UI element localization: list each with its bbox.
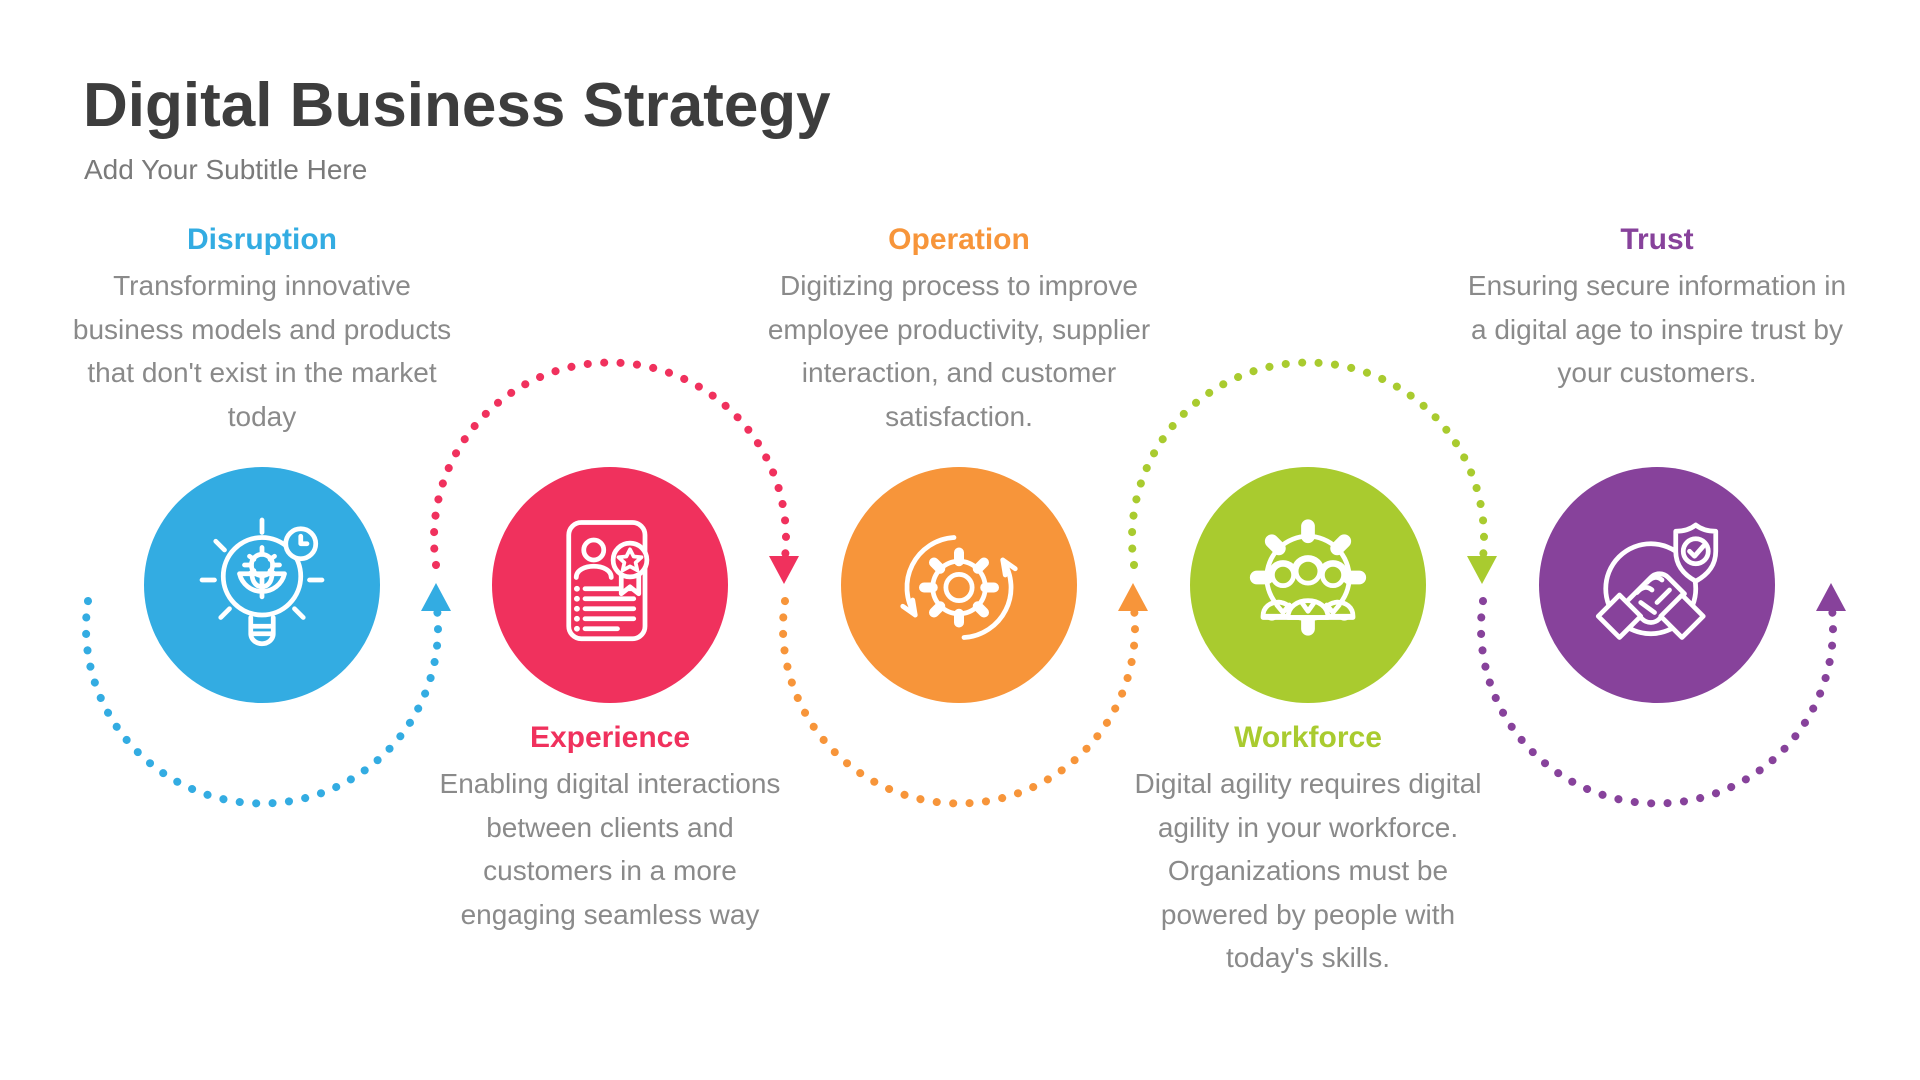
arrow-up-trust <box>1816 583 1846 611</box>
step-circle-workforce <box>1190 467 1426 703</box>
clock-hands <box>298 533 310 547</box>
shield-check-ring <box>1680 536 1711 567</box>
dotted-arc-workforce <box>1128 358 1488 569</box>
dotted-arc-operation <box>779 597 1139 808</box>
step-circle-operation <box>841 467 1077 703</box>
step-text-disruption: Disruption Transforming innovative busin… <box>62 222 462 438</box>
document-outline <box>566 520 648 642</box>
arrow-down-workforce <box>1467 556 1497 584</box>
item-title-experience: Experience <box>529 721 691 754</box>
step-circle-trust <box>1539 467 1775 703</box>
shield-check-mark <box>1687 543 1706 559</box>
gear-hub <box>943 572 975 603</box>
item-description-trust: Ensuring secure information in a digital… <box>1467 270 1847 388</box>
page-subtitle: Add Your Subtitle Here <box>84 154 368 185</box>
cycle-arrow-left <box>904 535 957 618</box>
item-description-workforce: Digital agility requires digital agility… <box>1134 768 1482 973</box>
gear-teeth <box>919 547 999 628</box>
bulb-base <box>248 615 276 647</box>
badge-star <box>616 547 644 573</box>
cycle-arrowhead-top <box>1000 557 1018 578</box>
handshake-clasp <box>1620 571 1687 625</box>
handshake-shield-icon <box>1595 522 1719 640</box>
item-title-operation: Operation <box>888 223 1030 256</box>
step-circle-experience <box>492 467 728 703</box>
step-text-operation: Operation Digitizing process to improve … <box>759 222 1159 438</box>
gear-teeth <box>242 545 282 577</box>
step-text-trust: Trust Ensuring secure information in a d… <box>1457 222 1857 395</box>
arrow-up-disruption <box>421 583 451 611</box>
handshake-knuckles <box>1634 575 1672 615</box>
text-lines <box>582 586 637 632</box>
item-description-experience: Enabling digital interactions between cl… <box>439 768 781 930</box>
profile-shoulders <box>573 564 614 580</box>
item-description-disruption: Transforming innovative business models … <box>72 270 452 432</box>
worker-center-cap <box>1291 555 1325 573</box>
item-title-trust: Trust <box>1620 223 1694 256</box>
dotted-arc-disruption <box>82 597 442 808</box>
cycle-arrowhead-bottom <box>900 597 918 618</box>
profile-head <box>581 537 607 563</box>
item-title-disruption: Disruption <box>187 223 337 256</box>
circle-outline <box>1603 541 1699 637</box>
arrow-down-experience <box>769 556 799 584</box>
item-description-operation: Digitizing process to improve employee p… <box>767 270 1151 432</box>
step-circle-disruption <box>144 467 380 703</box>
innovation-lightbulb-icon <box>199 517 325 647</box>
step-text-experience: Experience Enabling digital interactions… <box>410 720 810 936</box>
globe-grid <box>237 571 287 600</box>
hand-cuff-left <box>1595 592 1644 640</box>
dotted-arc-trust <box>1477 597 1837 808</box>
arrow-up-operation <box>1118 583 1148 611</box>
step-text-workforce: Workforce Digital agility requires digit… <box>1108 720 1508 980</box>
hand-cuff-right <box>1658 592 1706 640</box>
worker-collars <box>1260 600 1356 620</box>
dotted-arc-experience <box>430 358 790 569</box>
cycle-arrow-right <box>961 557 1014 640</box>
certificate-profile-icon <box>566 520 650 642</box>
item-title-workforce: Workforce <box>1234 721 1382 754</box>
bulb-outline <box>220 535 304 618</box>
team-gear-icon <box>1249 519 1367 636</box>
page-title: Digital Business Strategy <box>83 71 831 140</box>
process-cycle-gear-icon <box>900 535 1018 640</box>
